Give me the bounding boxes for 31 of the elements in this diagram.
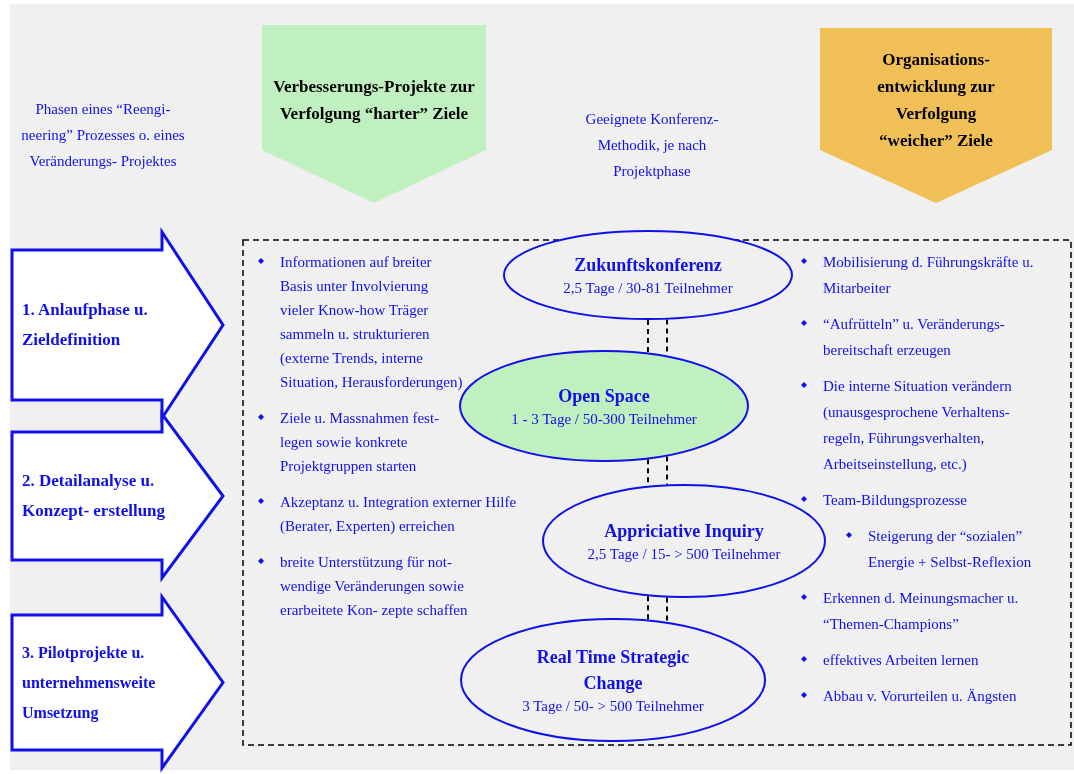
note-text: Phasen eines “Reengi- neering” Prozesses o. eines Veränderungs- Projektes: [20, 100, 186, 171]
bullet-text: Ziele u. Massnahmen fest- legen sowie konkrete Projektgruppen starten: [280, 409, 441, 476]
dashed-connector: [666, 596, 668, 623]
bullet-text: Abbau v. Vorurteilen u. Ängsten: [823, 687, 1018, 706]
bullet-text: Steigerung der “sozialen” Energie + Selbst-Reflexion: [868, 527, 1033, 572]
bullet-text: Team-Bildungsprozesse: [823, 491, 968, 510]
bullet-text: Akzeptanz u. Integration externer Hilfe (Berater, Experten) erreichen: [280, 493, 518, 536]
phase-label: 1. Anlaufphase u. Zieldefinition: [22, 299, 149, 351]
dashed-connector: [647, 595, 649, 621]
method-title: Zukunftskonferenz: [574, 254, 722, 277]
phase-label: 3. Pilotprojekte u. unternehmensweite Umsetzung: [22, 642, 157, 724]
bullet-text: breite Unterstützung für not- wendige Veränderungen sowie erarbeitete Kon- zepte schaffen: [280, 553, 469, 620]
method-details: 2,5 Tage / 30-81 Teilnehmer: [563, 279, 733, 298]
dashed-connector: [666, 455, 668, 486]
bullet-text: effektives Arbeiten lernen: [823, 651, 980, 670]
bullet-text: Mobilisierung d. Führungskräfte u. Mitarbeiter: [823, 253, 1035, 298]
method-details: 1 - 3 Tage / 50-300 Teilnehmer: [511, 410, 697, 429]
method-title: Real Time Strategic Change: [535, 646, 691, 695]
bullet-text: Informationen auf breiter Basis unter Involvierung vieler Know-how Träger sammeln u. strukturieren (externe Trends, interne Situation, Herausforderungen): [280, 253, 464, 392]
method-title: Open Space: [558, 385, 650, 408]
method-details: 2,5 Tage / 15- > 500 Teilnehmer: [587, 545, 781, 564]
bullet-text: Erkennen d. Meinungsmacher u. “Themen-Champions”: [823, 589, 1020, 634]
goal-heading: Organisations- entwicklung zur Verfolgung “weicher” Ziele: [876, 49, 996, 152]
method-title: Appriciative Inquiry: [604, 520, 764, 543]
phase-label: 2. Detailanalyse u. Konzept- erstellung: [22, 470, 167, 522]
dashed-connector: [647, 319, 649, 354]
method-details: 3 Tage / 50- > 500 Teilnehmer: [522, 697, 704, 716]
note-text: Geeignete Konferenz- Methodik, je nach Projektphase: [584, 110, 720, 181]
bullet-text: Die interne Situation verändern (unausgesprochene Verhaltens- regeln, Führungsverhalten, Arbeitseinstellung, etc.): [823, 377, 1013, 474]
bullet-text: “Aufrütteln” u. Veränderungs- bereitschaft erzeugen: [823, 315, 1006, 360]
goal-heading: Verbesserungs-Projekte zur Verfolgung “harter” Ziele: [272, 76, 476, 125]
